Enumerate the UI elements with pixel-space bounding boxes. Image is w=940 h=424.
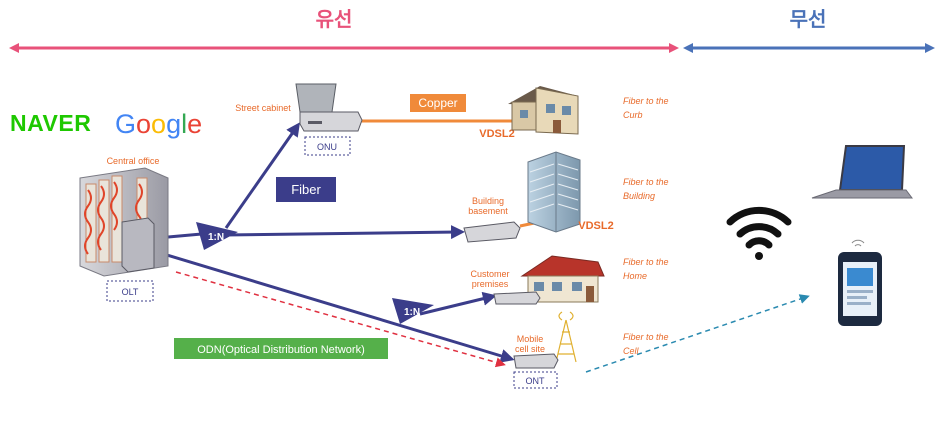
- fiber-badge: [276, 177, 336, 202]
- ftt-building-1: Fiber to the: [623, 177, 669, 187]
- vdsl2-curb-label: VDSL2: [479, 128, 514, 140]
- fiber-to-building: [223, 225, 465, 240]
- onu-box: [304, 136, 351, 156]
- wireless-dashed-arrow: [585, 294, 810, 373]
- splitter-bottom: 1:N: [392, 298, 434, 324]
- wireless-label: 무선: [790, 7, 827, 31]
- splitter-top-label: 1:N: [208, 232, 224, 243]
- mobile-cell-site-label-1: Mobile: [517, 334, 544, 344]
- wifi-icon: [726, 206, 792, 260]
- google-logo-letter: o: [136, 109, 151, 139]
- ftt-cell-2: Cell: [623, 346, 640, 356]
- customer-device-icon: [493, 291, 541, 305]
- cabinet-icon: [295, 83, 337, 113]
- wired-section-header: 유선: [9, 7, 679, 53]
- google-logo-letter: e: [187, 109, 202, 139]
- basement-device-icon: [463, 221, 521, 243]
- vdsl2-building-label: VDSL2: [578, 220, 613, 232]
- olt-rack-icon: [121, 217, 155, 273]
- fiber-to-onu: [224, 122, 301, 229]
- laptop-icon: [811, 145, 913, 199]
- customer-premises-label-2: premises: [472, 279, 509, 289]
- fiber-to-ont: [156, 250, 515, 363]
- cell-tower-icon: [555, 311, 577, 363]
- ftt-building-2: Building: [623, 191, 655, 201]
- customer-premises-label-1: Customer: [470, 269, 509, 279]
- building-basement-label-2: basement: [468, 206, 508, 216]
- house-curb-icon: [508, 86, 579, 135]
- onu-label: ONU: [317, 142, 337, 152]
- odn-dashed-arrow: [175, 271, 506, 368]
- wired-label: 유선: [316, 7, 353, 31]
- street-cabinet-label: Street cabinet: [235, 103, 291, 113]
- google-logo: Google: [115, 109, 202, 139]
- mobile-cell-site-label-2: cell site: [515, 344, 545, 354]
- ont-box: [513, 371, 558, 389]
- fiber-to-home: [419, 291, 497, 316]
- naver-logo: NAVER: [10, 110, 91, 136]
- central-office-label: Central office: [107, 156, 160, 166]
- street-cabinet: Street cabinet ONU: [235, 83, 363, 156]
- onu-device-icon: [299, 111, 363, 132]
- wireless-section-header: 무선: [683, 7, 935, 53]
- olt-label: OLT: [122, 287, 139, 297]
- fiber-label: Fiber: [291, 182, 321, 197]
- ftt-cell-1: Fiber to the: [623, 332, 669, 342]
- ftt-curb-1: Fiber to the: [623, 96, 669, 106]
- ftt-home-2: Home: [623, 271, 647, 281]
- google-logo-letter: l: [181, 109, 187, 139]
- house-home-icon: [520, 255, 605, 303]
- ftt-home-1: Fiber to the: [623, 257, 669, 267]
- building-icon: [527, 151, 581, 233]
- building-basement-label-1: Building: [472, 196, 504, 206]
- fttx-labels: Fiber to the Curb Fiber to the Building …: [623, 96, 669, 356]
- ont-label: ONT: [526, 376, 546, 386]
- odn-badge: [174, 338, 388, 359]
- ont-device-icon: [513, 353, 559, 369]
- copper-badge: [410, 94, 466, 112]
- odn-label: ODN(Optical Distribution Network): [197, 344, 364, 356]
- copper-label: Copper: [418, 96, 457, 110]
- olt-box: [106, 280, 154, 302]
- central-office: Central office OLT: [79, 156, 169, 302]
- google-logo-letter: g: [166, 109, 181, 139]
- splitter-bottom-label: 1:N: [404, 307, 420, 318]
- ftt-curb-2: Curb: [623, 110, 643, 120]
- google-logo-letter: o: [151, 109, 166, 139]
- smartphone-icon: [838, 239, 882, 326]
- google-logo-letter: G: [115, 109, 136, 139]
- splitter-top: 1:N: [196, 222, 238, 250]
